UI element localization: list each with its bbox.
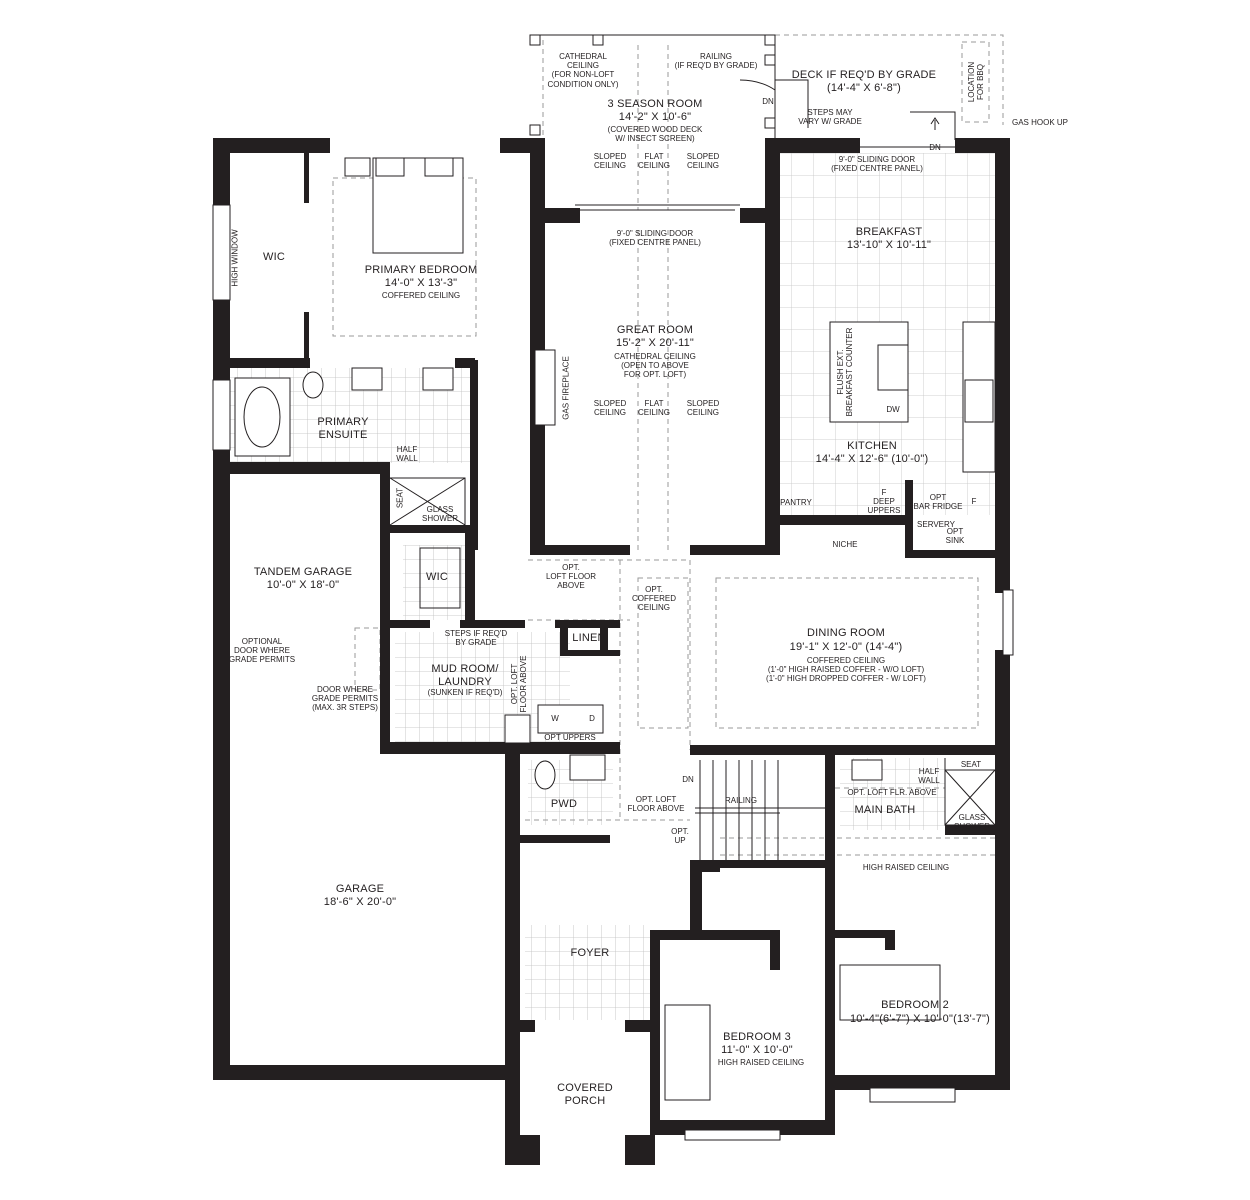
- opt-up: OPT. UP: [671, 827, 689, 846]
- bedroom3-note: HIGH RAISED CEILING: [717, 1058, 805, 1067]
- stairs-dn: DN: [682, 775, 694, 784]
- primary-bedroom-name: PRIMARY BEDROOM: [364, 264, 478, 276]
- bar-fridge: OPT BAR FRIDGE: [913, 493, 963, 512]
- great-room-note: CATHEDRAL CEILING (OPEN TO ABOVE FOR OPT…: [614, 352, 696, 380]
- seat-bath: SEAT: [960, 760, 982, 769]
- great-sloped-left: SLOPED CEILING: [593, 399, 627, 418]
- linen: LINEN: [572, 632, 606, 644]
- great-flat: FLAT CEILING: [637, 399, 671, 418]
- cathedral-ceiling-note: CATHEDRAL CEILING (FOR NON-LOFT CONDITIO…: [547, 52, 619, 89]
- opt-loft-vertical: OPT. LOFT FLOOR ABOVE: [509, 655, 528, 713]
- steps-grade: STEPS IF REQ'D BY GRADE: [444, 629, 508, 648]
- tandem-garage-dim: 10'-0" X 18'-0": [266, 579, 340, 591]
- great-sloped-right: SLOPED CEILING: [686, 399, 720, 418]
- deck-name: DECK IF REQ'D BY GRADE: [791, 69, 937, 81]
- powder-room: PWD: [550, 798, 578, 810]
- bedroom2-name: BEDROOM 2: [881, 999, 949, 1011]
- gas-fireplace: GAS FIREPLACE: [561, 356, 571, 420]
- opt-uppers: OPT UPPERS: [544, 733, 596, 742]
- breakfast-dim: 13'-10" X 10'-11": [846, 239, 932, 251]
- pantry: PANTRY: [780, 498, 812, 507]
- bedroom3-dim: 11'-0" X 10'-0": [721, 1044, 793, 1056]
- deck-step-dn: DN: [929, 143, 941, 152]
- deck-dim: (14'-4" X 6'-8"): [827, 82, 901, 94]
- stairs: [695, 760, 825, 860]
- garage-name: GARAGE: [335, 883, 385, 895]
- bbq-location: LOCATION FOR BBQ: [966, 61, 985, 103]
- door-grade-note: DOOR WHERE GRADE PERMITS (MAX. 3R STEPS): [311, 685, 379, 713]
- dining-room-dim: 19'-1" X 12'-0" (14'-4"): [789, 641, 903, 653]
- railing-note: RAILING (IF REQ'D BY GRADE): [674, 52, 758, 71]
- sloped-ceiling-left: SLOPED CEILING: [593, 152, 627, 171]
- breakfast-name: BREAKFAST: [855, 226, 923, 238]
- mud-room-note: (SUNKEN IF REQ'D): [427, 688, 503, 697]
- gas-hookup: GAS HOOK UP: [1011, 118, 1069, 127]
- garage-dim: 18'-6" X 20'-0": [323, 896, 397, 908]
- primary-bedroom-dim: 14'-0" X 13'-3": [384, 277, 458, 289]
- great-room-dim: 15'-2" X 20'-11": [616, 337, 694, 349]
- primary-bedroom-note: COFFERED CEILING: [381, 291, 461, 300]
- loft-flr-above: OPT. LOFT FLR. ABOVE: [847, 788, 937, 797]
- walls: [213, 138, 1010, 1165]
- sloped-ceiling-right: SLOPED CEILING: [686, 152, 720, 171]
- dryer: D: [589, 714, 595, 723]
- primary-ensuite: PRIMARY ENSUITE: [317, 416, 369, 441]
- glass-shower-ensuite: GLASS SHOWER: [422, 505, 458, 524]
- deep-uppers: F DEEP UPPERS: [867, 488, 901, 516]
- bedroom2-dim: 10'-4"(6'-7") X 10'-0"(13'-7"): [849, 1013, 991, 1025]
- seat-ensuite: SEAT: [395, 487, 405, 509]
- kitchen-name: KITCHEN: [847, 440, 897, 452]
- opt-loft-above-hall: OPT. LOFT FLOOR ABOVE: [627, 795, 685, 814]
- high-raised-hall: HIGH RAISED CEILING: [862, 863, 950, 872]
- high-window: HIGH WINDOW: [230, 229, 240, 287]
- glass-shower-bath: GLASS SHOWER: [954, 813, 990, 832]
- great-room-name: GREAT ROOM: [616, 324, 694, 336]
- servery: SERVERY: [917, 520, 955, 529]
- optional-door-note: OPTIONAL DOOR WHERE GRADE PERMITS: [228, 637, 296, 665]
- season-room-name: 3 SEASON ROOM: [607, 98, 703, 110]
- washer: W: [551, 714, 559, 723]
- half-wall-ensuite: HALF WALL: [396, 445, 418, 464]
- opt-coffered: OPT. COFFERED CEILING: [632, 585, 676, 613]
- opt-sink: OPT SINK: [945, 527, 965, 546]
- kitchen-dim: 14'-4" X 12'-6" (10'-0"): [815, 453, 929, 465]
- tandem-garage-name: TANDEM GARAGE: [253, 566, 353, 578]
- sliding-door-great: 9'-0" SLIDING DOOR (FIXED CENTRE PANEL): [609, 229, 701, 248]
- season-room-note: (COVERED WOOD DECK W/ INSECT SCREEN): [607, 125, 703, 144]
- railing-stairs: RAILING: [724, 796, 758, 805]
- niche: NICHE: [832, 540, 858, 549]
- wic-primary: WIC: [263, 251, 285, 263]
- bedroom3-name: BEDROOM 3: [723, 1031, 791, 1043]
- sliding-door-breakfast: 9'-0" SLIDING DOOR (FIXED CENTRE PANEL): [831, 155, 923, 174]
- steps-vary: STEPS MAY VARY W/ GRADE: [798, 108, 862, 127]
- mud-room-name: MUD ROOM/ LAUNDRY: [431, 663, 499, 688]
- opt-loft-floor: OPT. LOFT FLOOR ABOVE: [545, 563, 597, 591]
- deck-outline: [332, 34, 1004, 856]
- fixtures: [212, 157, 1014, 1141]
- foyer: FOYER: [570, 947, 610, 959]
- fridge-f: F: [971, 497, 977, 506]
- deck-dn: DN: [762, 97, 774, 106]
- covered-porch: COVERED PORCH: [557, 1082, 613, 1107]
- breakfast-counter: FLUSH EXT. BREAKFAST COUNTER: [835, 327, 854, 417]
- season-room-dim: 14'-2" X 10'-6": [618, 111, 692, 123]
- flat-ceiling: FLAT CEILING: [637, 152, 671, 171]
- season-room-frame: [529, 34, 956, 211]
- dining-room-note: COFFERED CEILING (1'-0" HIGH RAISED COFF…: [766, 656, 926, 684]
- dishwasher: DW: [886, 405, 900, 414]
- main-bath: MAIN BATH: [854, 804, 916, 816]
- half-wall-bath: HALF WALL: [918, 767, 940, 786]
- wic-hall: WIC: [426, 571, 448, 583]
- dining-room-name: DINING ROOM: [807, 627, 885, 639]
